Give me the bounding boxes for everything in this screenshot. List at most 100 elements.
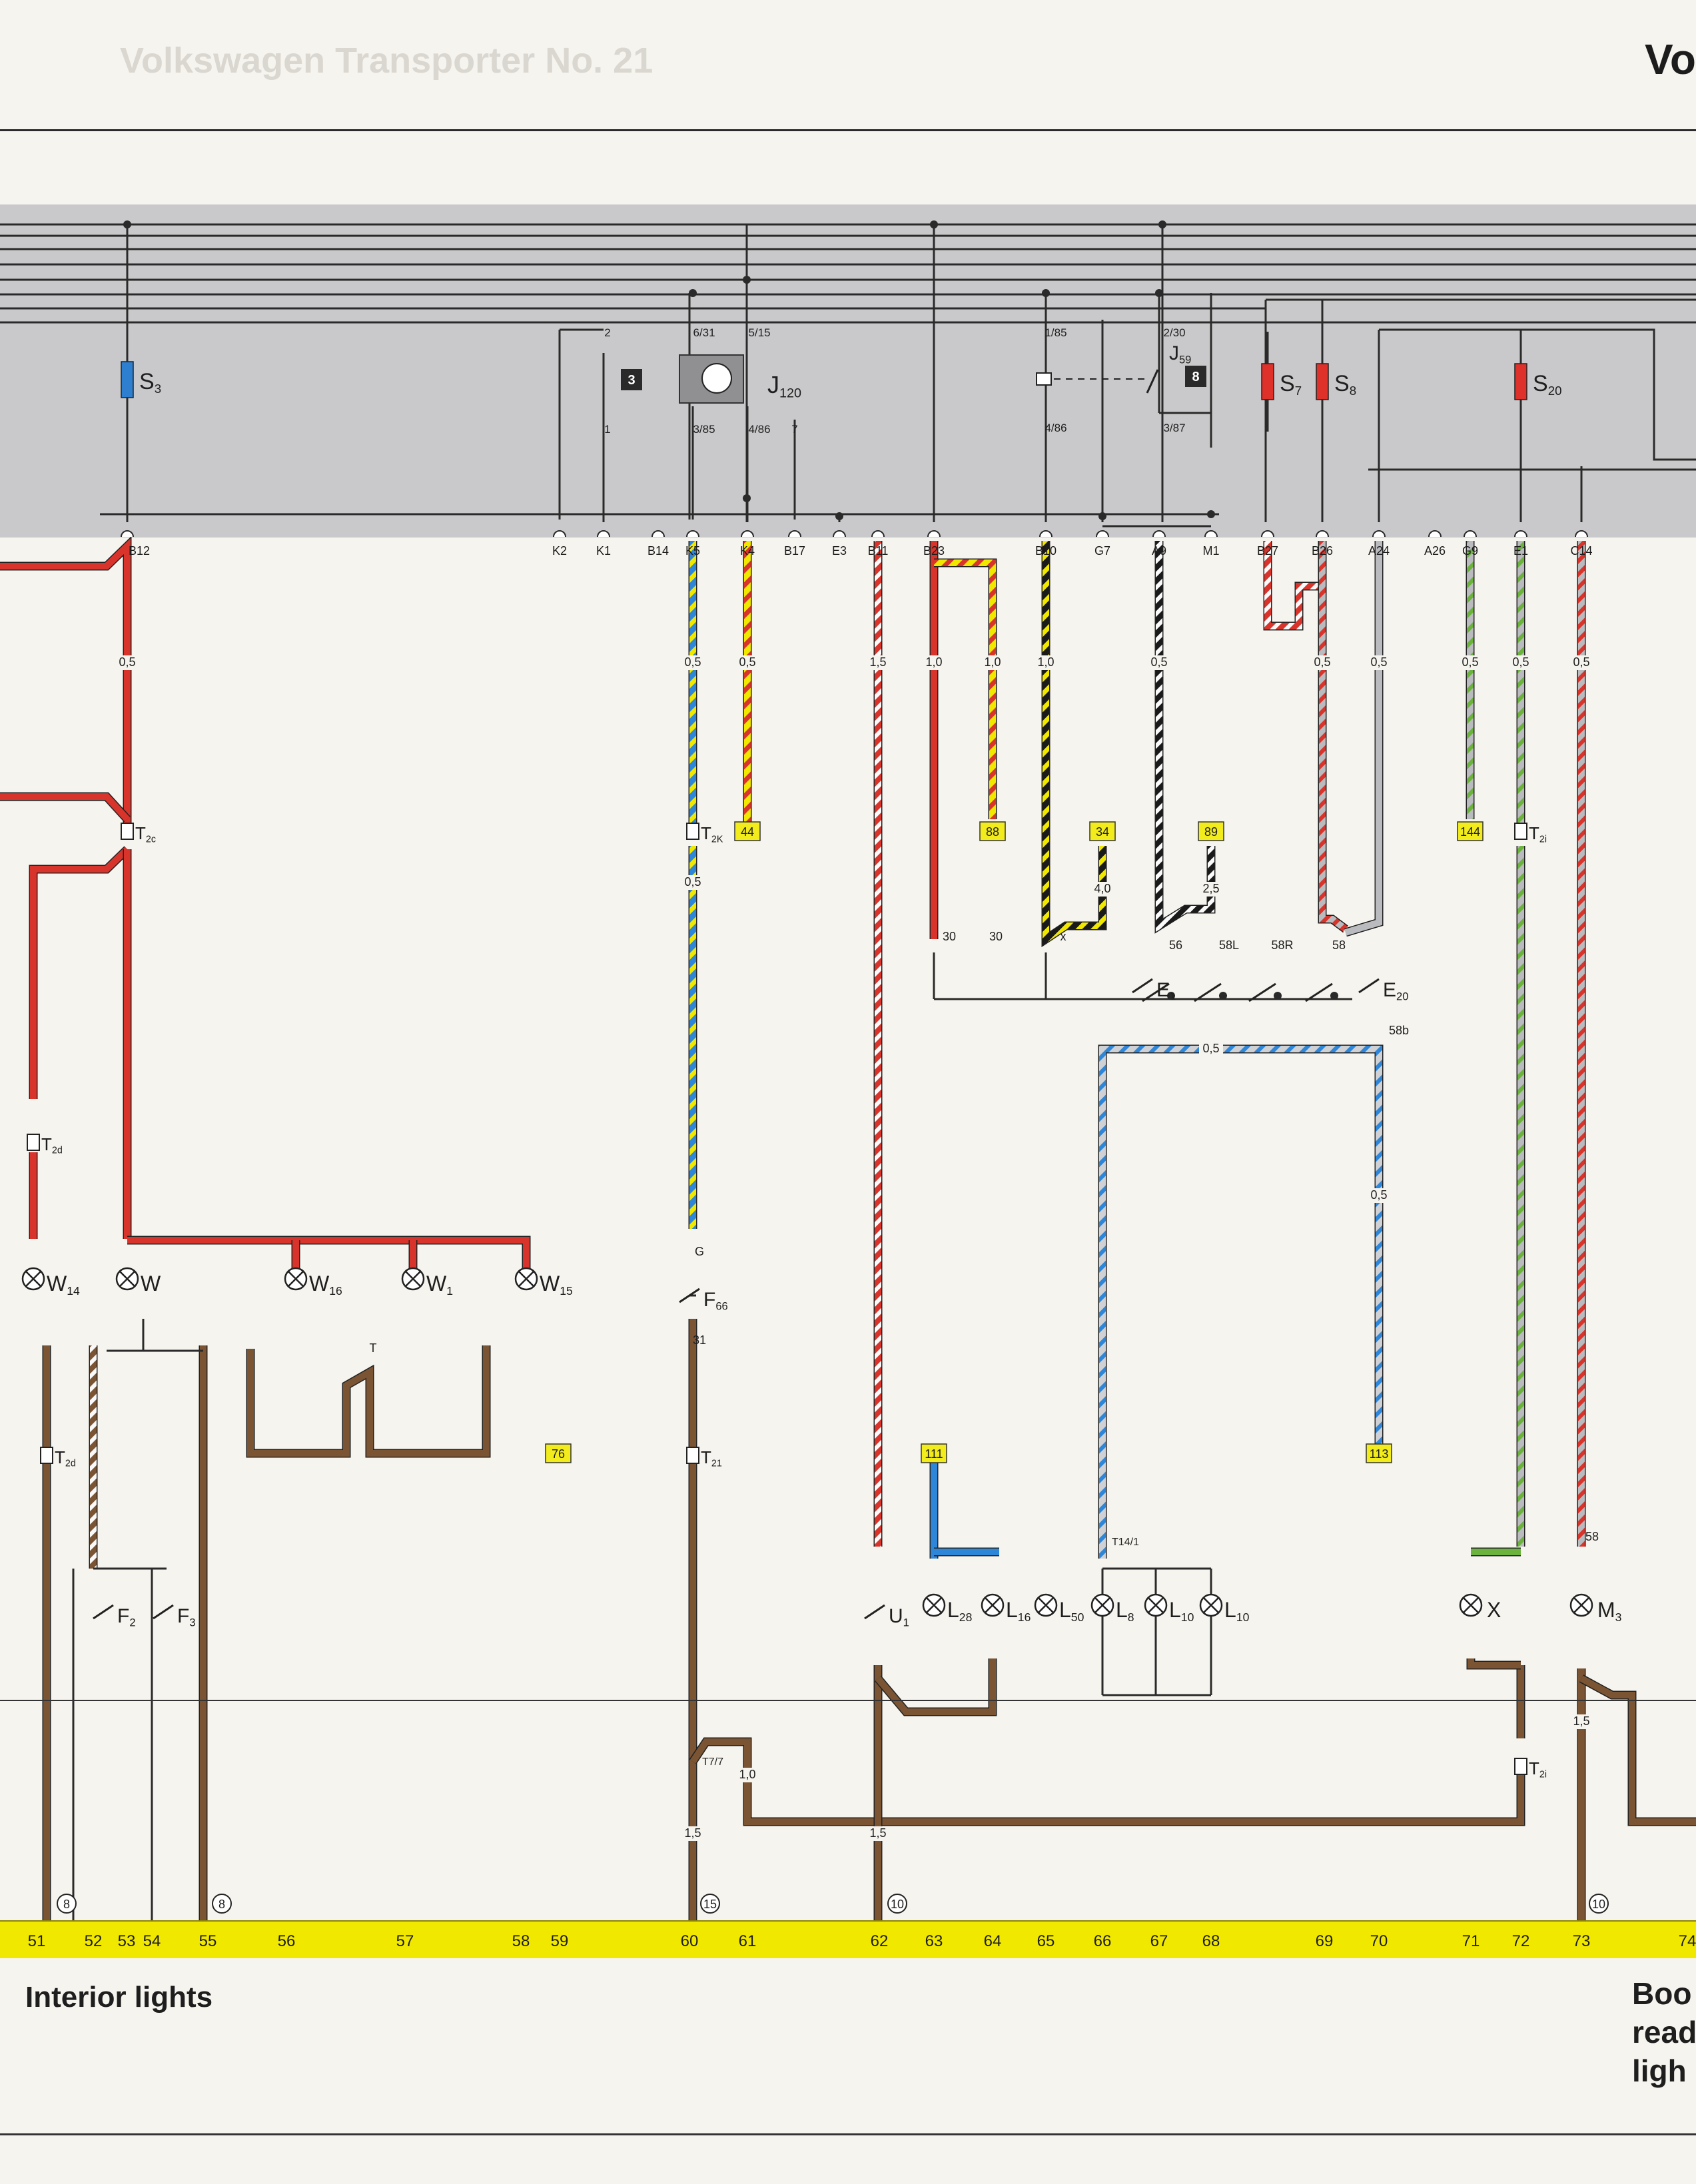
wire-size-label: 1,5	[869, 1826, 886, 1840]
lamp-label: W15	[540, 1272, 573, 1297]
relay-pin-label: 7	[791, 423, 797, 436]
panel-junction	[1098, 512, 1106, 520]
switch-terminal-label: 58L	[1219, 938, 1239, 952]
current-track-number: 53	[118, 1932, 136, 1950]
lamp-label: W16	[309, 1272, 342, 1297]
current-track-number: 73	[1573, 1932, 1591, 1950]
wire-size-bg	[735, 655, 759, 670]
wire-red-b12	[0, 538, 131, 828]
cross-ref-number: 34	[1096, 825, 1109, 839]
current-track-number: 65	[1037, 1932, 1055, 1950]
wire-size-label: 0,5	[1573, 655, 1589, 669]
panel-terminal-label: A9	[1152, 544, 1166, 557]
panel-line	[1379, 328, 1696, 461]
fuse-s3	[121, 361, 134, 398]
relay-panel	[0, 204, 1696, 538]
panel-terminal-label: G9	[1462, 544, 1478, 557]
current-track-number: 54	[143, 1932, 161, 1950]
caption-interior-lights: Interior lights	[25, 1981, 213, 2013]
ground-point-number: 15	[703, 1898, 717, 1911]
switch-label: F3	[177, 1605, 196, 1629]
ground-point-number: 10	[1592, 1898, 1605, 1911]
fuse-s8-label: S8	[1334, 371, 1356, 398]
wire-grey-a24-outline	[1344, 541, 1384, 937]
ground-point	[57, 1894, 77, 1914]
wire-size-label: 1,5	[1573, 1714, 1589, 1728]
bottom-rule	[0, 2133, 1696, 2135]
wire-size-label: 1,0	[984, 655, 1001, 669]
relay-pin-label: 3/85	[693, 423, 715, 436]
wire-size-bg	[1569, 1714, 1593, 1729]
wire-size-bg	[681, 875, 705, 890]
page-header: Volkswagen Transporter No. 21 Vo	[0, 0, 1696, 133]
terminal-socket	[1096, 530, 1109, 538]
panel-terminal-label: K5	[685, 544, 700, 557]
panel-junction	[743, 494, 751, 502]
lamp-label: X	[1487, 1598, 1501, 1622]
switch-terminal-label: G	[695, 1245, 704, 1258]
wire-size-label: 0,5	[1314, 655, 1330, 669]
wire-grey-red-b26-outline	[1318, 541, 1348, 933]
wire-size-label: 0,5	[1370, 655, 1387, 669]
fuse-s8	[1316, 363, 1329, 400]
relay-pin-label: 1/85	[1045, 326, 1066, 339]
wire-size-bg	[115, 655, 139, 670]
header-ghost-text: Volkswagen Transporter No. 21	[120, 41, 653, 81]
panel-terminal-label: C14	[1570, 544, 1592, 557]
panel-terminal-label: K2	[552, 544, 567, 557]
wire-black-white-a9	[1156, 541, 1214, 932]
wire-size-label: 1,0	[925, 655, 942, 669]
connector-label: T7/7	[702, 1756, 723, 1768]
panel-junction	[123, 220, 131, 228]
cross-ref-number: 76	[552, 1447, 565, 1461]
wire-black-white-a9-outline	[1154, 541, 1216, 934]
switch-terminal-label: 58R	[1271, 938, 1293, 952]
terminal-socket	[1316, 530, 1329, 538]
connector-symbol	[40, 1447, 53, 1464]
panel-junction	[1158, 220, 1166, 228]
current-track-number: 56	[278, 1932, 296, 1950]
e1-switch-blade	[1248, 982, 1276, 1002]
wire-size-label: 0,5	[684, 655, 701, 669]
e1-switch-blade	[1305, 982, 1333, 1002]
switch-contact	[864, 1604, 885, 1620]
relay-pin-label: 5/15	[748, 326, 770, 339]
panel-terminal-label: E3	[832, 544, 847, 557]
ground-point-number: 10	[891, 1898, 904, 1911]
fuse-s3-label: S3	[139, 369, 161, 396]
current-track-number: 67	[1150, 1932, 1168, 1950]
switch-label: U1	[889, 1605, 909, 1629]
switch-label: E20	[1383, 979, 1408, 1002]
wire-grey-a24	[1344, 541, 1382, 936]
cross-ref-box	[1089, 821, 1116, 841]
cross-ref-number: 113	[1370, 1447, 1389, 1461]
connector-label: T2d	[41, 1134, 63, 1156]
lamp-label: L10	[1224, 1598, 1250, 1624]
terminal-socket	[686, 530, 699, 538]
wire-brown-loop	[247, 1345, 490, 1457]
switch-pivot	[1274, 992, 1282, 1000]
wire-size-label: 1,5	[869, 655, 886, 669]
panel-terminal-label: B17	[784, 544, 805, 557]
relay-slot-badge	[621, 369, 642, 390]
wire-brown-t77	[689, 1738, 1524, 1825]
wire-size-label: 1,0	[739, 1768, 755, 1781]
current-track-number: 60	[681, 1932, 699, 1950]
switch-terminal-label: x	[1060, 930, 1066, 943]
terminal-socket	[651, 530, 665, 538]
panel-terminal-label: K1	[596, 544, 611, 557]
fuse-s7	[1261, 363, 1274, 400]
wire-red-feed-a	[0, 793, 130, 822]
lamp-cross	[288, 1271, 304, 1287]
wire-size-label: 1,0	[1037, 655, 1054, 669]
cross-ref-box	[979, 821, 1006, 841]
e1-switch-blade	[1194, 982, 1222, 1002]
switch-terminal-label: 58	[1585, 1530, 1599, 1543]
panel-terminal-label: E1	[1513, 544, 1528, 557]
lamp-cross	[25, 1271, 41, 1287]
header-rule	[0, 129, 1696, 131]
cross-ref-box	[921, 1443, 947, 1463]
